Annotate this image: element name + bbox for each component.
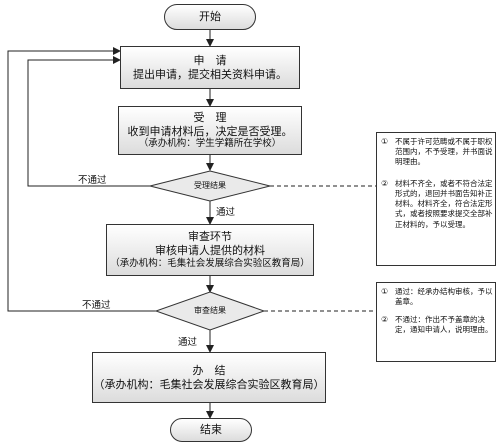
accept-line1: 收到申请材料后，决定是否受理。 [127,124,293,138]
note1-num2: ② [381,179,389,188]
note1-item1: 不属于许可范畴或不属于职权范围内，不予受理，并书面说明理由。 [395,137,493,167]
start-label: 开始 [199,10,221,24]
arrow-fail2-loop [7,47,156,312]
accept-decision-diamond [149,170,271,202]
fail-label-2: 不通过 [82,300,111,311]
note1-item2: 材料不齐全，或者不符合法定形式的，退回并书面告知补正材料。材料齐全，符合法定形式… [395,179,493,229]
apply-step: 申 请 提出申请，提交相关资料申请。 [120,46,300,89]
finish-title: 办 结 [192,363,226,377]
accept-step: 受 理 收到申请材料后，决定是否受理。 （承办机构：学生学籍所在学校） [118,106,302,155]
note2-num2: ② [381,315,389,324]
end-label: 结束 [200,423,222,437]
pass-label-1: 通过 [216,207,236,218]
review-line2: （承办机构：毛集社会发展综合实验区教育局） [110,257,310,269]
apply-body: 提出申请，提交相关资料申请。 [133,67,287,81]
review-note-box: ① 通过：经承办结构审核，予以盖章。 ② 不通过：作出不予盖章的决定，通知申请人… [376,282,496,362]
start-terminal: 开始 [164,4,256,30]
fail-label-1: 不通过 [78,175,107,186]
end-terminal: 结束 [170,418,252,442]
arrow-fail1-loop [27,56,150,187]
accept-title: 受 理 [193,110,227,124]
review-step: 审查环节 审核申请人提供的材料 （承办机构：毛集社会发展综合实验区教育局） [106,224,314,276]
acceptance-note-box: ① 不属于许可范畴或不属于职权范围内，不予受理，并书面说明理由。 ② 材料不齐全… [376,132,496,266]
finish-line1: （承办机构：毛集社会发展综合实验区教育局） [93,377,325,391]
apply-title: 申 请 [193,53,227,67]
accept-decision-label: 受理结果 [194,181,226,190]
pass-label-2: 通过 [178,337,198,348]
review-title: 审查环节 [188,230,232,244]
note2-num1: ① [381,287,389,296]
note1-num1: ① [381,137,389,146]
accept-line2: （承办机构：学生学籍所在学校） [138,138,282,150]
review-line1: 审核申请人提供的材料 [155,244,265,258]
finish-step: 办 结 （承办机构：毛集社会发展综合实验区教育局） [92,352,326,403]
review-decision-label: 审查结果 [194,306,226,315]
note2-item2: 不通过：作出不予盖章的决定，通知申请人，说明理由。 [395,315,493,335]
note2-item1: 通过：经承办结构审核，予以盖章。 [395,287,493,307]
review-decision-diamond [154,291,266,331]
